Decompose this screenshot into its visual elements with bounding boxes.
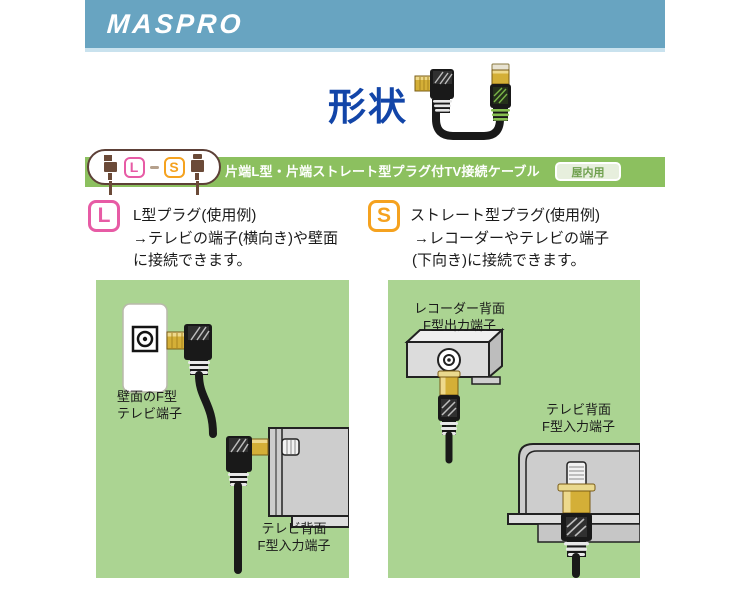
l-usage-panel: 壁面のF型 テレビ端子 テレビ背面 F型入力端子 <box>96 280 349 578</box>
product-band: L S 片端L型・片端ストレート型プラグ付TV接続ケーブル 屋内用 <box>85 149 665 195</box>
band-title: 片端L型・片端ストレート型プラグ付TV接続ケーブル <box>225 164 540 179</box>
pill-dash <box>149 165 159 169</box>
pill-cable-stub-left <box>109 181 112 195</box>
s-section-line1: →レコーダーやテレビの端子 <box>414 230 610 247</box>
l-usage-illustration <box>122 303 349 574</box>
header-underline <box>85 48 665 52</box>
straight-plug-icon <box>190 154 204 180</box>
indoor-use-badge: 屋内用 <box>555 162 621 181</box>
recorder-output-label: レコーダー背面 F型出力端子 <box>413 301 505 333</box>
s-usage-illustration <box>404 327 640 578</box>
wall-terminal-label: 壁面のF型 テレビ端子 <box>117 389 183 421</box>
l-section-line1: →テレビの端子(横向き)や壁面 <box>133 230 338 247</box>
s-section-badge: S <box>368 200 400 232</box>
plug-type-pill: L S <box>87 149 221 195</box>
s-mini-badge: S <box>163 156 185 178</box>
cable-product-photo <box>414 63 511 140</box>
pill-cable-stub-right <box>196 181 199 195</box>
l-section-heading: L型プラグ(使用例) <box>133 207 257 224</box>
header-banner: MASPRO <box>85 0 665 48</box>
s-section-line2: (下向き)に接続できます。 <box>412 252 586 269</box>
l-plug-icon <box>103 155 117 180</box>
s-section-heading: ストレート型プラグ(使用例) <box>410 207 600 224</box>
l-section-badge: L <box>88 200 120 232</box>
l-section-line2: に接続できます。 <box>133 252 252 269</box>
tv-input-label: テレビ背面 F型入力端子 <box>257 521 331 553</box>
maspro-logo: MASPRO <box>105 8 245 39</box>
s-usage-panel: レコーダー背面 F型出力端子 テレビ背面 F型入力端子 <box>388 280 640 578</box>
shape-title: 形状 <box>328 87 409 129</box>
l-mini-badge: L <box>123 156 145 178</box>
tv-input-label: テレビ背面 F型入力端子 <box>542 402 615 434</box>
